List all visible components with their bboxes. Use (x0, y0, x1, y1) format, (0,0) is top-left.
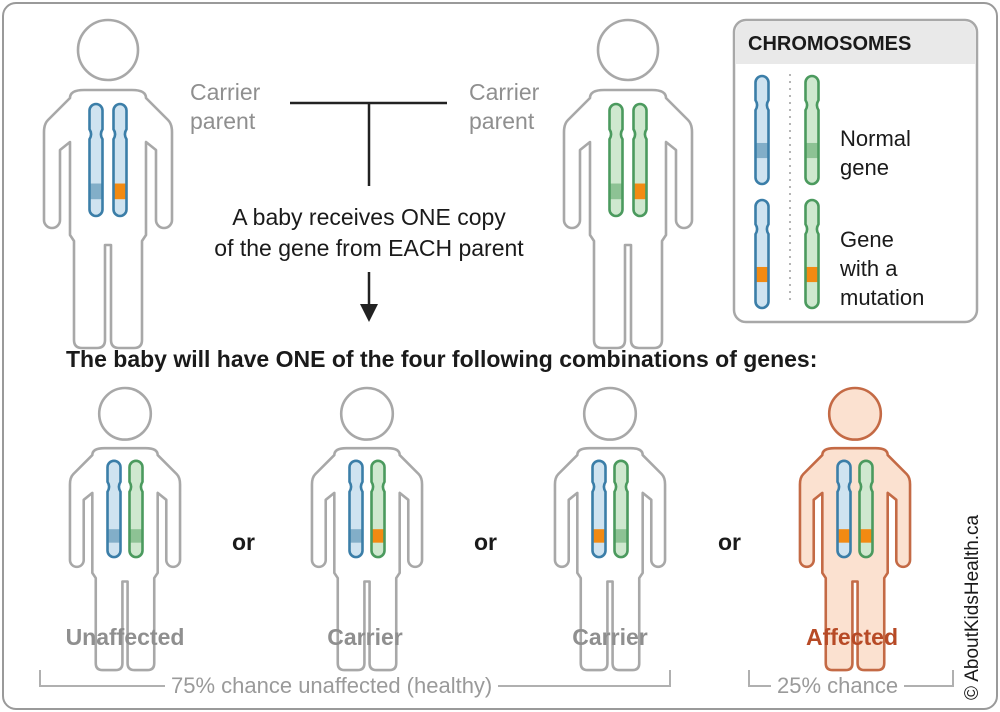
child-unaffected-chromosome-2 (128, 459, 144, 559)
child-carrier-2-chromosome-1 (591, 459, 607, 559)
legend-normal-blue-chromosome (754, 74, 770, 186)
summary-affected: 25% chance (771, 673, 905, 699)
left-parent-chromosome-2 (112, 102, 128, 218)
child-unaffected (68, 386, 182, 672)
or-connector-3: or (718, 529, 741, 555)
right-parent-chromosome-2 (632, 102, 648, 218)
head (97, 386, 153, 441)
mutation-band (633, 183, 647, 200)
normal-gene-band (755, 142, 769, 159)
legend-mutation-green-chromosome (804, 198, 820, 310)
summary-unaffected: 75% chance unaffected (healthy) (165, 673, 499, 699)
child-carrier-1 (310, 386, 424, 672)
normal-gene-band (89, 183, 103, 200)
outcome-label-carrier-2: Carrier (572, 624, 648, 650)
left-parent-figure (42, 18, 174, 350)
normal-gene-band (107, 529, 121, 543)
right-parent-figure (562, 18, 694, 350)
copyright: © AboutKidsHealth.ca (962, 514, 983, 700)
child-carrier-1-chromosome-2 (370, 459, 386, 559)
right-parent-chromosome-1 (608, 102, 624, 218)
child-unaffected-chromosome-1 (106, 459, 122, 559)
head (76, 18, 140, 82)
down-arrow (360, 272, 378, 322)
mutation-band (592, 529, 606, 543)
head (582, 386, 638, 441)
child-carrier-2-chromosome-2 (613, 459, 629, 559)
mutation-band (805, 266, 819, 283)
child-carrier-2 (553, 386, 667, 672)
mutation-band (859, 529, 873, 543)
mutation-band (837, 529, 851, 543)
outcome-label-carrier-1: Carrier (327, 624, 403, 650)
mutation-band (755, 266, 769, 283)
child-affected (798, 386, 912, 672)
head (339, 386, 395, 441)
normal-gene-band (129, 529, 143, 543)
outcome-label-unaffected: Unaffected (65, 624, 185, 650)
head (596, 18, 660, 82)
normal-gene-band (614, 529, 628, 543)
legend-box (732, 18, 979, 324)
or-connector-2: or (474, 529, 497, 555)
child-affected-chromosome-1 (836, 459, 852, 559)
mutation-band (371, 529, 385, 543)
or-connector-1: or (232, 529, 255, 555)
legend-normal-green-chromosome (804, 74, 820, 186)
combinations-heading: The baby will have ONE of the four follo… (66, 346, 818, 372)
outcome-label-affected: Affected (805, 624, 898, 650)
normal-gene-band (805, 142, 819, 159)
normal-gene-band (609, 183, 623, 200)
normal-gene-band (349, 529, 363, 543)
people-layer (42, 18, 912, 672)
left-parent-chromosome-1 (88, 102, 104, 218)
legend-mutation-blue-chromosome (754, 198, 770, 310)
head (827, 386, 883, 441)
legend-title: CHROMOSOMES (748, 33, 912, 55)
mutation-band (113, 183, 127, 200)
child-affected-chromosome-2 (858, 459, 874, 559)
child-carrier-1-chromosome-1 (348, 459, 364, 559)
parent-connector (290, 101, 447, 186)
